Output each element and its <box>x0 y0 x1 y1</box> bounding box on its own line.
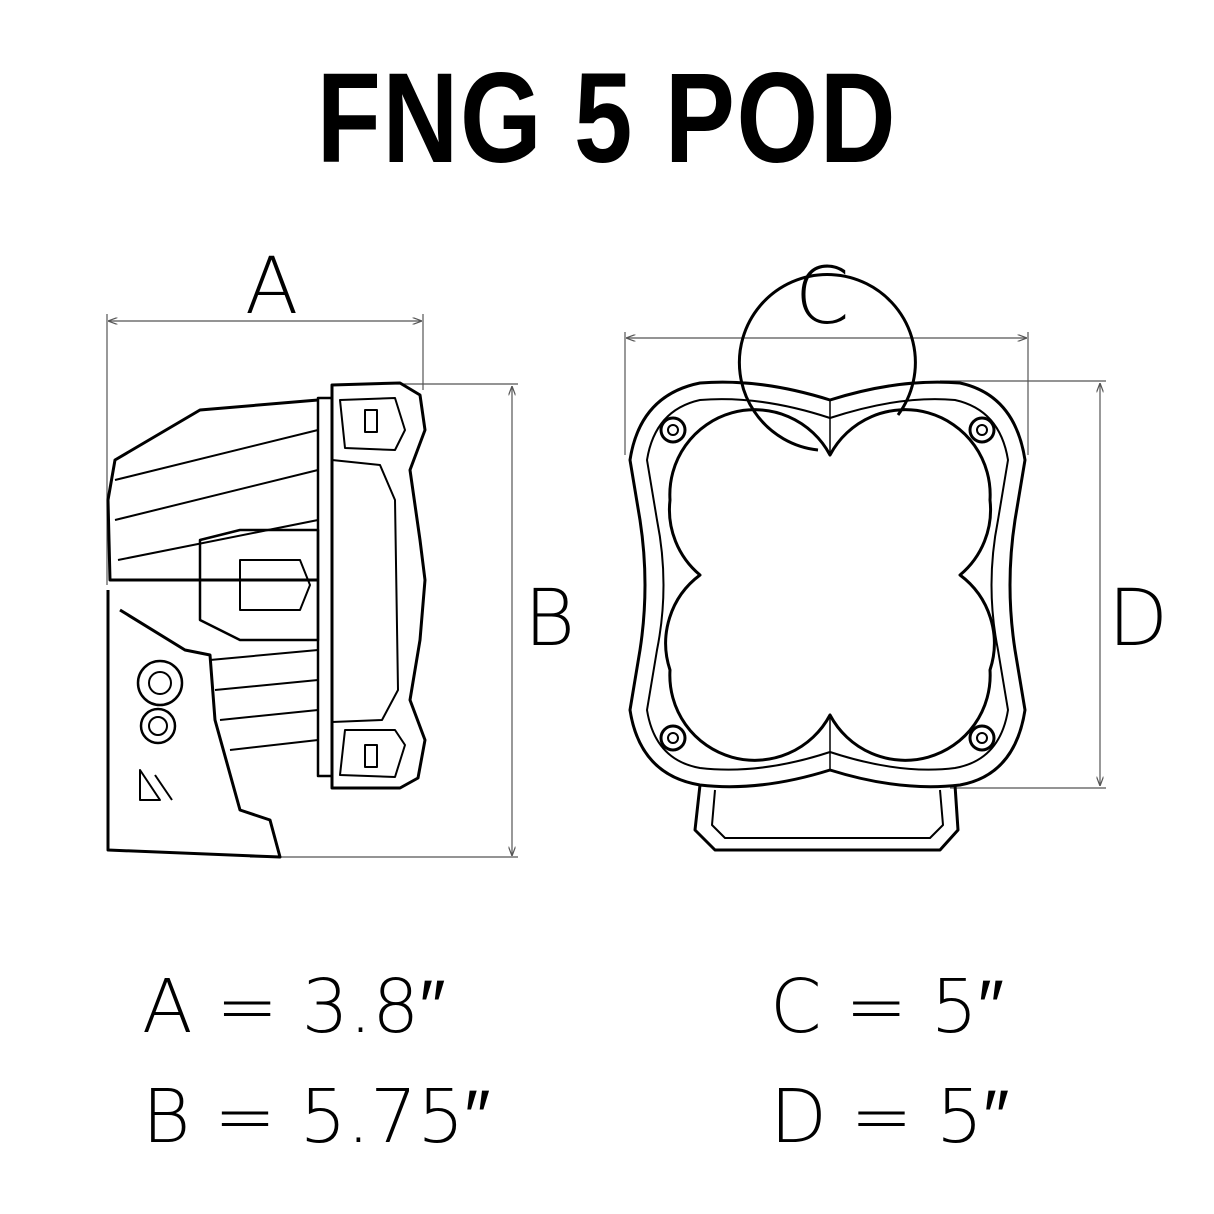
dimension-lines <box>106 314 1106 858</box>
side-view <box>106 381 427 859</box>
label-c: C <box>795 252 850 342</box>
front-view <box>628 273 1027 852</box>
dimension-d: D = 5″ <box>770 1074 1010 1160</box>
dimension-a: A = 3.8″ <box>142 964 446 1050</box>
label-d: D <box>1108 574 1169 664</box>
dimension-c: C = 5″ <box>770 964 1004 1050</box>
label-b: B <box>524 574 576 664</box>
diagram-title: FNG 5 POD <box>316 47 898 190</box>
lens-quatrefoil <box>664 273 996 762</box>
label-a: A <box>245 242 299 332</box>
dimension-b: B = 5.75″ <box>142 1074 491 1160</box>
